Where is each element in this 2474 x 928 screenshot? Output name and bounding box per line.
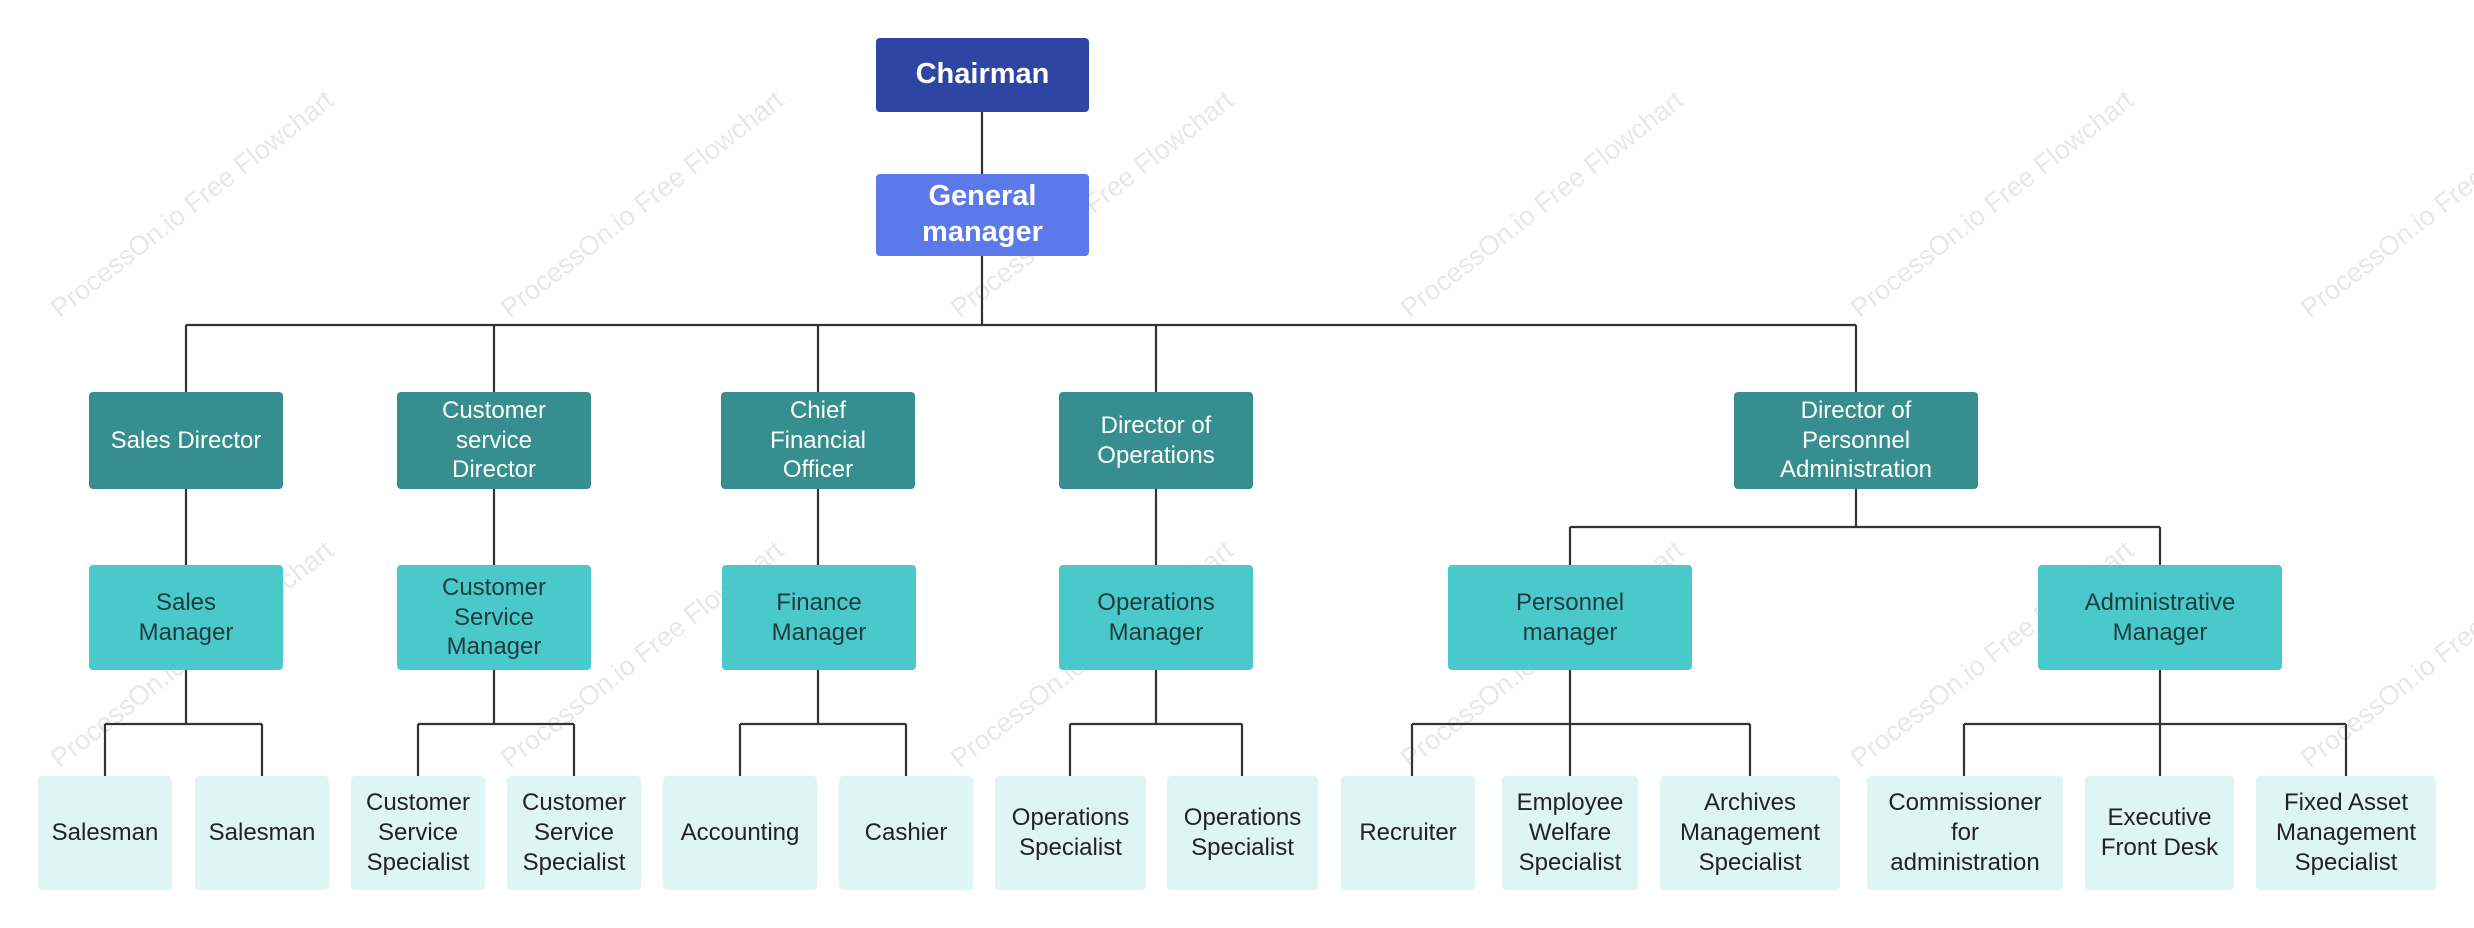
director-label: Director of Personnel Administration	[1779, 396, 1933, 484]
staff-node[interactable]: Employee Welfare Specialist	[1502, 776, 1638, 890]
manager-label: Personnel manager	[1515, 588, 1625, 646]
staff-node[interactable]: Customer Service Specialist	[351, 776, 485, 890]
staff-label: Customer Service Specialist	[365, 789, 471, 876]
director-node[interactable]: Customer service Director	[397, 392, 591, 489]
staff-label: Operations Specialist	[1011, 804, 1130, 861]
manager-node[interactable]: Personnel manager	[1448, 565, 1692, 670]
staff-node[interactable]: Fixed Asset Management Specialist	[2256, 776, 2436, 890]
manager-node[interactable]: Operations Manager	[1059, 565, 1253, 670]
staff-node[interactable]: Executive Front Desk	[2085, 776, 2234, 890]
staff-label: Recruiter	[1359, 819, 1457, 847]
staff-node[interactable]: Recruiter	[1341, 776, 1475, 890]
manager-label: Customer Service Manager	[441, 573, 547, 661]
director-node[interactable]: Chief Financial Officer	[721, 392, 915, 489]
chairman-node[interactable]: Chairman	[876, 38, 1089, 112]
manager-node[interactable]: Sales Manager	[89, 565, 283, 670]
chairman-label: Chairman	[915, 58, 1050, 91]
manager-label: Operations Manager	[1097, 588, 1215, 646]
staff-node[interactable]: Operations Specialist	[995, 776, 1146, 890]
general-manager-node[interactable]: General manager	[876, 174, 1089, 256]
staff-node[interactable]: Commissioner for administration	[1867, 776, 2063, 890]
staff-node[interactable]: Archives Management Specialist	[1660, 776, 1840, 890]
staff-node[interactable]: Salesman	[195, 776, 329, 890]
staff-label: Customer Service Specialist	[521, 789, 627, 876]
director-label: Customer service Director	[441, 396, 547, 484]
manager-node[interactable]: Finance Manager	[722, 565, 916, 670]
staff-node[interactable]: Accounting	[663, 776, 817, 890]
staff-label: Cashier	[864, 819, 948, 847]
director-label: Sales Director	[110, 426, 262, 454]
staff-node[interactable]: Customer Service Specialist	[507, 776, 641, 890]
general-manager-label: General manager	[922, 180, 1043, 248]
manager-node[interactable]: Customer Service Manager	[397, 565, 591, 670]
staff-label: Fixed Asset Management Specialist	[2275, 789, 2417, 876]
staff-label: Employee Welfare Specialist	[1516, 789, 1624, 876]
staff-node[interactable]: Operations Specialist	[1167, 776, 1318, 890]
manager-label: Finance Manager	[771, 588, 867, 646]
director-node[interactable]: Sales Director	[89, 392, 283, 489]
director-label: Chief Financial Officer	[769, 396, 867, 484]
staff-label: Archives Management Specialist	[1679, 789, 1821, 876]
manager-node[interactable]: Administrative Manager	[2038, 565, 2282, 670]
staff-label: Operations Specialist	[1183, 804, 1302, 861]
staff-label: Executive Front Desk	[2100, 804, 2219, 861]
staff-label: Salesman	[208, 819, 316, 847]
director-node[interactable]: Director of Operations	[1059, 392, 1253, 489]
staff-label: Salesman	[51, 819, 159, 847]
staff-label: Accounting	[680, 819, 800, 847]
staff-node[interactable]: Salesman	[38, 776, 172, 890]
staff-node[interactable]: Cashier	[839, 776, 973, 890]
director-label: Director of Operations	[1097, 411, 1215, 469]
staff-label: Commissioner for administration	[1888, 789, 2042, 876]
manager-label: Administrative Manager	[2084, 588, 2236, 646]
manager-label: Sales Manager	[138, 588, 234, 646]
director-node[interactable]: Director of Personnel Administration	[1734, 392, 1978, 489]
